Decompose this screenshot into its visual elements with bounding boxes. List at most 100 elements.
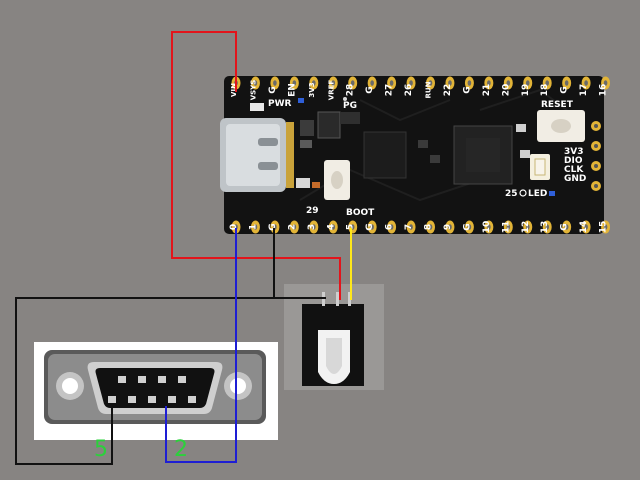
top-pin-pad-hole-12 (467, 80, 472, 86)
top-pin-label-10: RUN (425, 81, 433, 98)
swd-pads (591, 121, 601, 191)
red-wire (171, 31, 341, 300)
bottom-pin-pad-hole-11 (448, 224, 452, 230)
bottom-pin-label-19: 15 (599, 221, 609, 234)
top-pin-pad-hole-6 (350, 80, 355, 86)
top-pin-label-2: G (268, 86, 278, 93)
bottom-pin-pad-hole-10 (428, 224, 433, 230)
top-pin-pad-hole-11 (448, 80, 452, 86)
bottom-pin-label-17: G (560, 223, 570, 230)
bottom-pin-pad-hole-8 (389, 224, 394, 230)
bottom-pin-pad-hole-14 (506, 224, 511, 230)
top-pin-label-3: EN (287, 83, 297, 97)
pg-label: PG (343, 101, 357, 111)
bottom-pin-label-1: 1 (248, 224, 258, 230)
bottom-pin-label-3: 2 (287, 224, 297, 230)
bottom-pin-pad-hole-15 (525, 224, 530, 230)
reset-label: RESET (541, 100, 574, 110)
bottom-pin-label-18: 14 (579, 221, 589, 234)
top-pin-pad-hole-13 (487, 80, 491, 86)
bottom-pin-label-7: G (365, 223, 375, 230)
top-pin-label-19: 16 (599, 84, 609, 97)
bottom-pin-label-2: G (268, 223, 278, 230)
led-circle-icon (519, 189, 527, 197)
top-pin-label-11: 22 (443, 84, 453, 97)
top-pin-pad-hole-19 (603, 80, 608, 86)
bottom-pin-pad-hole-17 (564, 224, 569, 230)
top-pin-header: VIN VSYS G EN 3V3 VREF 28 G 27 26 RUN 22 G 21 20 19 18 G 1… (230, 76, 611, 101)
swd-clk-label: CLK (564, 165, 584, 175)
bottom-pin-label-12: G (462, 223, 472, 230)
top-pin-label-0: VIN (230, 83, 238, 97)
bottom-pin-label-16: 13 (540, 221, 550, 234)
bottom-pin-pad-hole-4 (312, 224, 316, 230)
top-pin-label-12: G (462, 86, 472, 93)
bottom-pin-pad-hole-13 (487, 224, 491, 230)
bottom-pin-label-6: 5 (346, 224, 356, 230)
bottom-pin-pad-hole-16 (545, 224, 549, 230)
swd-gnd-label: GND (564, 174, 586, 184)
top-pin-pad-hole-17 (564, 80, 569, 86)
top-pin-label-17: G (560, 86, 570, 93)
top-pin-label-15: 19 (521, 84, 531, 97)
bottom-pin-pad-hole-12 (467, 224, 472, 230)
top-pin-pad-hole-8 (389, 80, 394, 86)
bottom-pin-label-15: 12 (521, 221, 531, 234)
db9-pin2-label: 2 (174, 437, 188, 462)
top-pin-pad-hole-16 (545, 80, 549, 86)
bottom-pin-label-14: 11 (501, 221, 511, 234)
silkscreen-labels: PWR PG RESET BOOT 29 25 LED 3V3 DIO CLK … (268, 99, 586, 218)
top-pin-pad-hole-14 (506, 80, 511, 86)
top-pin-label-9: 26 (404, 84, 414, 97)
pwr-label: PWR (268, 99, 292, 109)
bottom-pin-pad-hole-19 (603, 224, 608, 230)
reset-button (537, 110, 585, 142)
bottom-pin-label-0: 0 (229, 224, 239, 230)
top-pin-label-16: 18 (540, 84, 550, 97)
top-pin-pad-hole-1 (253, 80, 258, 86)
bottom-pin-label-5: 4 (326, 224, 336, 230)
bottom-pin-label-4: 3 (307, 224, 317, 230)
top-pin-label-13: 21 (482, 84, 492, 97)
top-pin-pad-hole-4 (312, 80, 316, 86)
blue-wire (165, 228, 237, 463)
bottom-pin-pad-hole-9 (409, 224, 413, 230)
bottom-pin-label-10: 8 (424, 224, 434, 230)
swd-3v3-label: 3V3 (564, 147, 584, 157)
bottom-pin-pad-hole-1 (253, 224, 258, 230)
top-pin-label-8: 27 (385, 84, 395, 97)
boot-label: BOOT (346, 208, 375, 218)
boot-button (324, 160, 350, 200)
top-pin-label-5: VREF (327, 80, 335, 101)
top-pin-label-4: 3V3 (308, 82, 316, 97)
bottom-pin-label-8: 6 (385, 224, 395, 230)
top-pin-label-14: 20 (501, 84, 511, 97)
bottom-pin-label-13: 10 (482, 221, 492, 234)
rgb-led (530, 154, 550, 180)
black-wire (15, 228, 275, 465)
bottom-pin-pad-hole-7 (370, 224, 374, 230)
top-pin-pad-hole-10 (428, 80, 433, 86)
board-components (250, 97, 555, 196)
db9-connector (34, 342, 278, 440)
led-pin-label: 25 (505, 189, 518, 199)
gpio29-label: 29 (306, 206, 319, 216)
top-pin-label-1: VSYS (249, 80, 257, 101)
top-pin-label-18: 17 (579, 84, 589, 97)
top-pin-pad-hole-5 (331, 80, 336, 86)
top-pin-label-6: 28 (346, 84, 356, 97)
db9-pin5-label: 5 (94, 437, 108, 462)
top-pin-pad-hole-15 (525, 80, 530, 86)
bottom-pin-pad-hole-3 (292, 224, 297, 230)
usb-c-connector (220, 118, 294, 192)
bottom-pin-pad-hole-18 (584, 224, 588, 230)
top-pin-pad-hole-2 (273, 80, 277, 86)
top-pin-pad-hole-7 (370, 80, 374, 86)
top-pin-pad-hole-9 (409, 80, 413, 86)
top-pin-pad-hole-18 (584, 80, 588, 86)
top-pin-pad-hole-3 (292, 80, 297, 86)
optical-receiver (284, 284, 384, 390)
top-pin-label-7: G (365, 86, 375, 93)
swd-dio-label: DIO (564, 156, 583, 166)
